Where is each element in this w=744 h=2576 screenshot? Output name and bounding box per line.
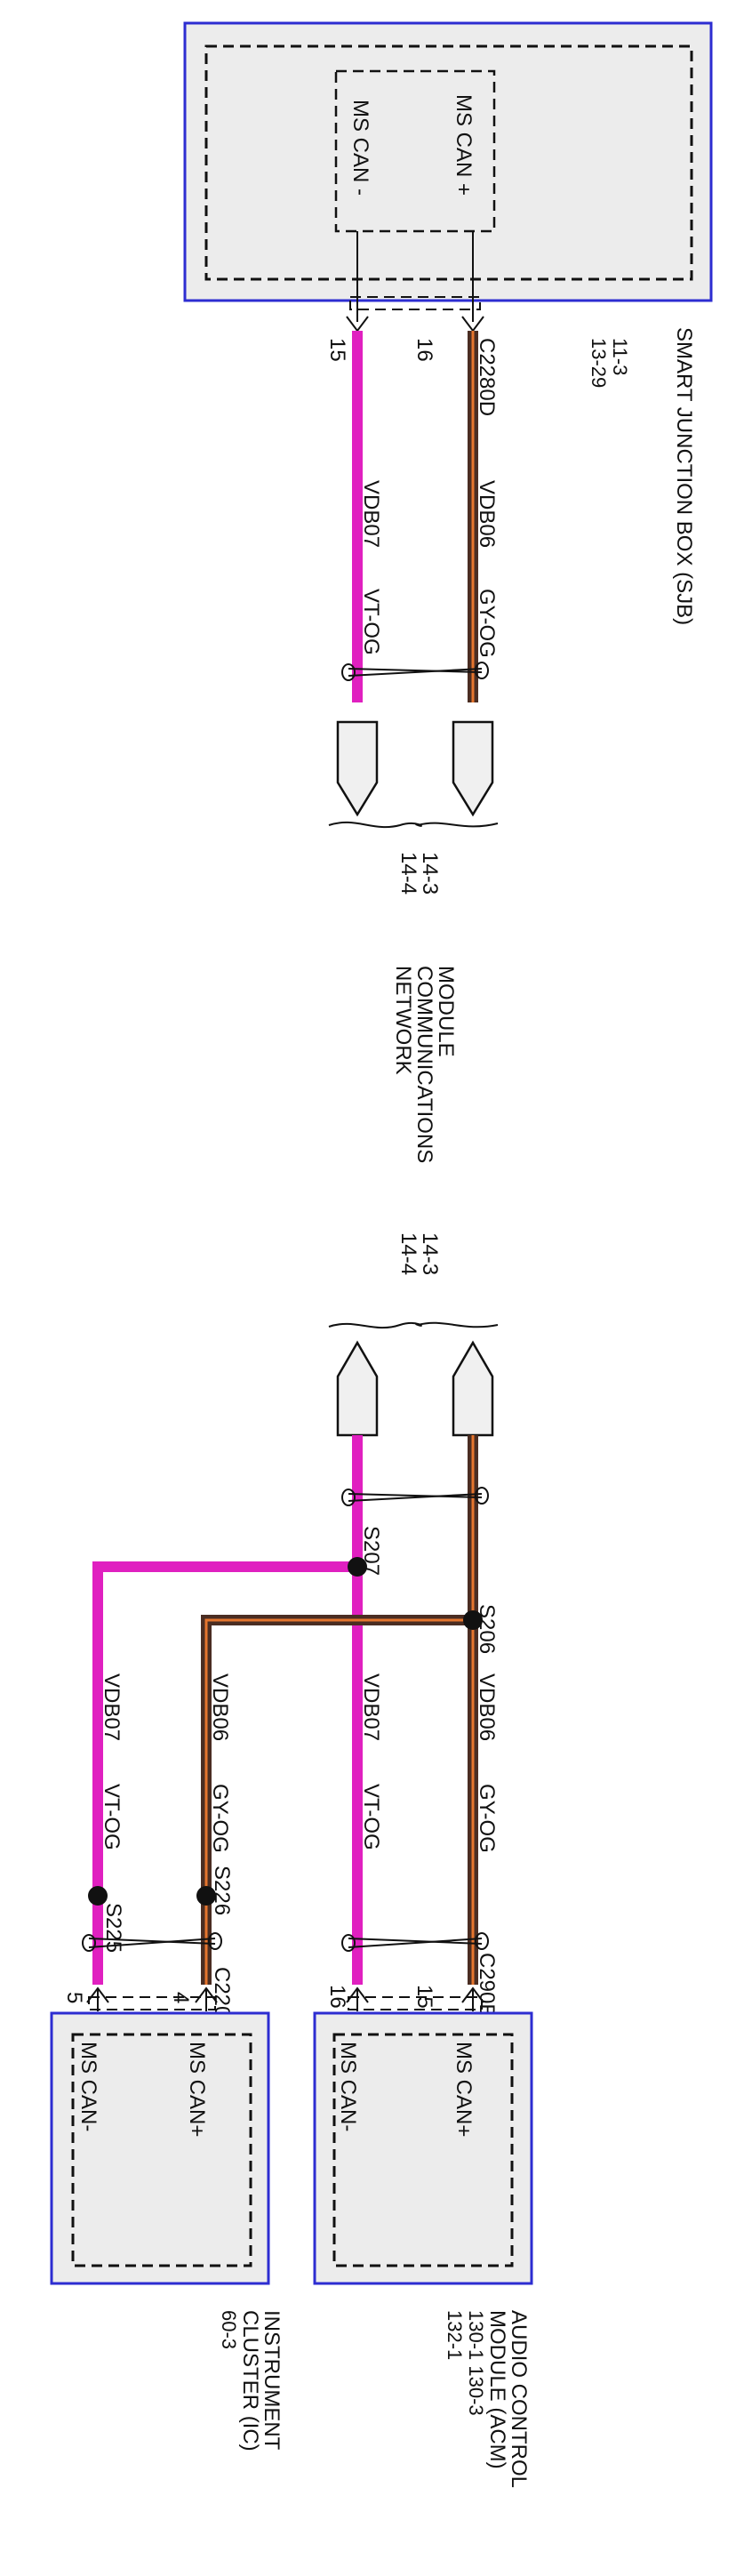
- acm-name-line-2: MODULE (ACM): [485, 2310, 509, 2469]
- ic-plus-circuit: VDB06: [208, 1673, 232, 1741]
- acm-module-inner-outline: [332, 2033, 514, 2267]
- ic-pin-num-minus: 5: [62, 1992, 86, 2003]
- lower-twisted-pair-symbol: [341, 1487, 489, 1506]
- sjb-module-body: [183, 21, 713, 302]
- ic-module: MS CAN+ MS CAN-: [50, 2011, 270, 2285]
- upper-plus-circuit: VDB06: [475, 480, 499, 548]
- splices: S206 S207 S226 S225: [88, 1526, 499, 1953]
- acm-name-line-1: AUDIO CONTROL: [507, 2310, 531, 2488]
- acm-minus-color: VT-OG: [359, 1784, 383, 1850]
- network-break-labels: 14-3 14-4 MODULE COMMUNICATIONS NETWORK …: [391, 852, 458, 1275]
- ic-vt-og-wire: [92, 1561, 357, 1985]
- splice-s207-dot: [348, 1557, 367, 1577]
- lower-wire-labels: VDB06 GY-OG VDB07 VT-OG VDB06 GY-OG VDB0…: [100, 1673, 499, 1853]
- upper-minus-color: VT-OG: [359, 589, 383, 655]
- sjb-pin-box: [334, 69, 496, 233]
- sjb-labels: SMART JUNCTION BOX (SJB) 11-3 13-29 C228…: [325, 327, 696, 625]
- acm-pin-plus-label: MS CAN+: [452, 2042, 476, 2137]
- upper-plus-connector: [452, 720, 494, 817]
- upper-wires: [352, 331, 478, 702]
- ic-module-inner-outline: [71, 2033, 252, 2267]
- sjb-connector-label: C2280D: [475, 338, 499, 416]
- sjb-pin-num-minus: 15: [325, 338, 349, 362]
- break-bottom-ref-1: 14-3: [418, 1232, 442, 1275]
- splice-s206-dot: [463, 1610, 483, 1630]
- upper-wire-labels: VDB06 GY-OG VDB07 VT-OG: [359, 480, 499, 658]
- ic-pin-minus-label: MS CAN-: [76, 2042, 100, 2131]
- splice-s207-label: S207: [359, 1526, 383, 1576]
- sjb-pin-arrows: [346, 316, 484, 333]
- module-twisted-pair-symbols: [82, 1932, 489, 1952]
- ic-module-body: [50, 2011, 270, 2285]
- acm-ref-line-1: 130-1 130-3: [465, 2310, 487, 2416]
- lower-plus-connector: [452, 1340, 494, 1437]
- network-name-line-1: MODULE: [434, 966, 458, 1057]
- sjb-pin-minus-label: MS CAN -: [348, 100, 372, 196]
- acm-plus-color: GY-OG: [475, 1784, 499, 1853]
- ic-minus-color: VT-OG: [100, 1784, 124, 1850]
- ic-minus-circuit: VDB07: [100, 1673, 124, 1741]
- acm-ref-line-2: 132-1: [444, 2310, 466, 2360]
- network-name-line-2: COMMUNICATIONS: [412, 966, 436, 1163]
- splice-s226-label: S226: [210, 1866, 234, 1915]
- sjb-pin-num-plus: 16: [412, 338, 436, 362]
- acm-module-body: [313, 2011, 533, 2285]
- splice-s225-dot: [88, 1886, 108, 1906]
- acm-pin-num-minus: 16: [325, 1985, 349, 2009]
- ic-name-line-2: CLUSTER (IC): [238, 2310, 262, 2452]
- acm-plus-circuit: VDB06: [475, 1673, 499, 1741]
- sjb-ref-1: 11-3: [609, 338, 631, 375]
- upper-minus-connector: [336, 720, 379, 817]
- sjb-ref-2: 13-29: [588, 338, 610, 388]
- acm-module: MS CAN+ MS CAN-: [313, 2011, 533, 2285]
- break-top-ref-2: 14-4: [396, 852, 420, 895]
- acm-labels: AUDIO CONTROL MODULE (ACM) 130-1 130-3 1…: [444, 2310, 531, 2488]
- ic-gy-og-wire-core: [201, 1615, 473, 1985]
- upper-connectors: [328, 720, 499, 829]
- break-bottom-ref-2: 14-4: [396, 1232, 420, 1275]
- acm-pin-minus-label: MS CAN-: [336, 2042, 360, 2131]
- lower-wires: [92, 1435, 478, 1985]
- lower-connector-labels: C290B 15 16 C220 4 5: [62, 1953, 499, 2018]
- sjb-module-inner-outline: [204, 44, 693, 281]
- ic-pin-plus-label: MS CAN+: [185, 2042, 209, 2137]
- ic-gy-og-wire-stripe: [204, 1618, 473, 1985]
- upper-twisted-pair-symbol: [341, 662, 489, 681]
- splice-s206-label: S206: [475, 1604, 499, 1654]
- module-pin-arrows: [86, 1986, 484, 2011]
- lower-minus-connector: [336, 1340, 379, 1437]
- upper-break-brace: [328, 821, 499, 829]
- sjb-module: MS CAN + MS CAN -: [183, 21, 713, 322]
- break-top-ref-1: 14-3: [418, 852, 442, 895]
- upper-minus-circuit: VDB07: [359, 480, 383, 548]
- ic-labels: INSTRUMENT CLUSTER (IC) 60-3: [218, 2310, 284, 2452]
- sjb-name-label: SMART JUNCTION BOX (SJB): [672, 327, 696, 625]
- ic-name-line-1: INSTRUMENT: [260, 2310, 284, 2451]
- sjb-pin-plus-label: MS CAN +: [452, 94, 476, 196]
- lower-break-brace: [328, 1321, 499, 1329]
- ic-ref-line-1: 60-3: [218, 2310, 240, 2349]
- network-name-line-3: NETWORK: [391, 966, 415, 1075]
- ic-plus-color: GY-OG: [208, 1784, 232, 1853]
- acm-minus-circuit: VDB07: [359, 1673, 383, 1741]
- upper-plus-color: GY-OG: [475, 589, 499, 658]
- acm-connector-label: C290B: [475, 1953, 499, 2018]
- lower-connectors: [328, 1321, 499, 1437]
- sjb-connector-outline: [349, 296, 481, 310]
- splice-s226-dot: [196, 1886, 216, 1906]
